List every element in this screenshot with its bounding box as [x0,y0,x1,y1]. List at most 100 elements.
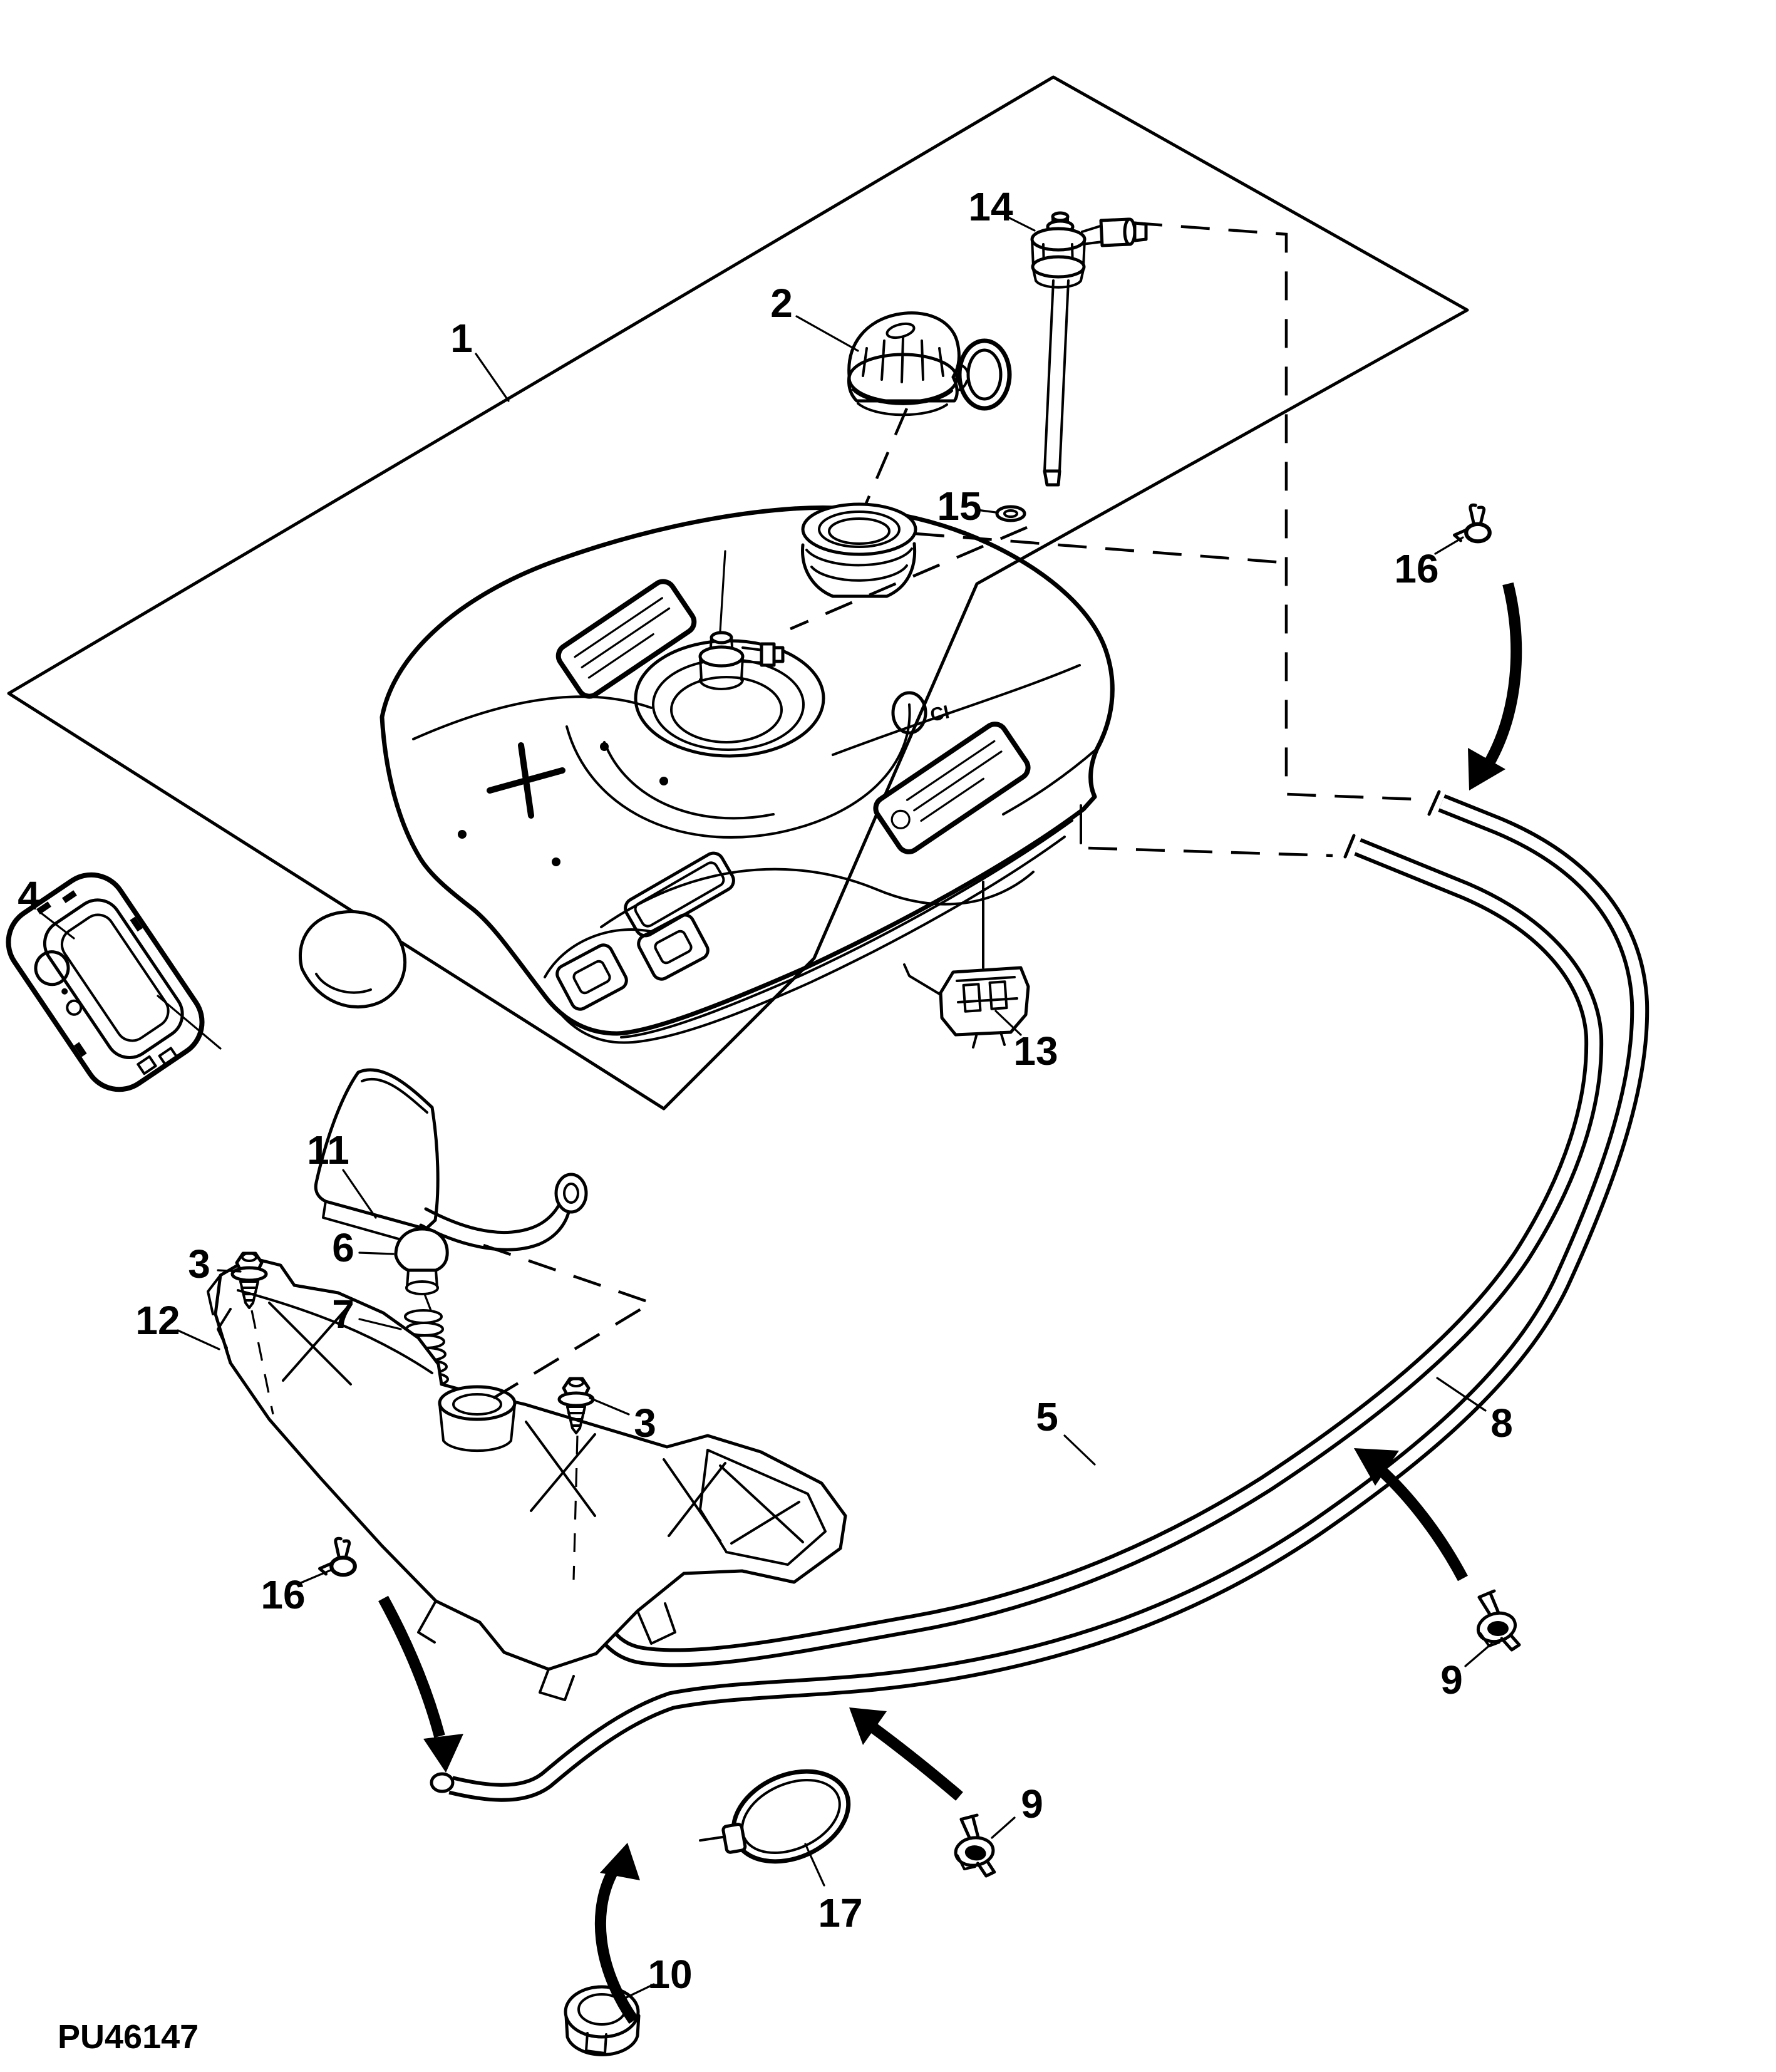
leader-12 [177,1329,220,1350]
arrow-16-bottom-head [423,1734,463,1773]
tank-emblem-text: CI [929,702,951,726]
hose-8-bore [449,797,1646,1798]
part-6-plug [394,1227,449,1295]
callout-3a: 3 [188,1241,210,1287]
arrow-10 [594,1865,639,2024]
arrow-9-bottom-head [849,1707,887,1745]
callout-3b: 3 [634,1401,656,1446]
hose-8-end-opening [430,1772,455,1793]
tank-crease-left [412,695,653,740]
part-9-clamp-right [1475,1591,1519,1650]
part-5-and-8-hoses [430,790,1650,1802]
tank-skirt-line [620,819,1073,1039]
tank-lobe-1 [600,868,1035,928]
dash-cap-to-neck [864,408,909,505]
callout-13: 13 [1013,1028,1058,1074]
callout-8: 8 [1490,1401,1513,1446]
tank-outline [379,505,1115,1036]
callout-9b: 9 [1021,1781,1043,1826]
callout-12: 12 [135,1298,180,1343]
leader-11 [342,1169,377,1219]
part-13-clip [903,881,1030,1049]
leader-17 [804,1843,825,1887]
tank-alignment-cross [458,742,668,866]
arrow-9-right [1376,1465,1468,1582]
callout-17: 17 [818,1890,862,1935]
callout-2: 2 [770,281,793,326]
part-3-screw-left [232,1253,274,1415]
part-2-fuel-cap [847,311,1012,417]
part-17-cable-tie [699,1769,851,1864]
tank-filler-neck [801,502,917,598]
part-16-clip-top [1455,505,1490,541]
callout-labels: 1 2 3 3 4 5 6 7 8 9 9 10 11 12 13 14 15 … [18,184,1513,1997]
dash-pedal-to-bracket [483,1243,655,1403]
part-4-bezel [6,872,205,1092]
hose-8-top-endcap [1427,790,1441,816]
callout-11: 11 [307,1127,349,1173]
part-11-pedal [314,1068,588,1251]
callout-15: 15 [937,484,981,529]
leader-9b [991,1816,1016,1839]
tank-handle-slot [624,851,735,938]
part-14-pickup-unit [1030,211,1148,487]
callout-16a: 16 [1394,546,1438,591]
tank-left-foot-line [315,973,372,994]
direction-arrows [378,582,1522,2024]
callout-1: 1 [450,316,473,361]
arrow-10-head [600,1843,640,1880]
leader-7 [358,1318,402,1330]
tank-foot-1 [555,943,628,1011]
arrow-16-top [1484,582,1522,766]
drawing-code: PU46147 [58,2018,199,2056]
hose-5-bore [591,841,1600,1664]
arrow-16-top-head [1468,748,1505,790]
part-3-screw-right [559,1379,593,1580]
callout-6: 6 [332,1225,354,1270]
callout-9a: 9 [1440,1657,1463,1702]
hose-5-top-endcap [1343,834,1356,859]
tank-emblem: CI [891,691,951,735]
leader-6 [358,1251,395,1255]
tank-crease-corner [1002,747,1098,816]
leader-5 [1063,1434,1096,1466]
leader-10 [621,1983,655,2001]
callout-10: 10 [648,1952,692,1997]
leader-9a [1464,1642,1493,1667]
callout-16b: 16 [261,1572,305,1617]
leader-3b [589,1397,630,1416]
dash-pickup-to-hose8 [1133,221,1417,801]
leader-15 [976,509,997,514]
leader-16a [1434,536,1464,555]
leader-2 [795,315,859,352]
tank-sender-dome [565,639,911,839]
arrow-9-bottom [869,1722,963,1801]
dash-neck-to-riser [915,532,1283,564]
part-16-clip-bottom [320,1538,355,1575]
tank-lobe-2 [544,928,660,978]
leader-1 [475,353,510,402]
callout-7: 7 [332,1292,354,1337]
callout-5: 5 [1036,1394,1058,1439]
tank-warning-label-2 [873,722,1031,854]
part-15-washer [995,505,1026,522]
dash-outlet-to-hose5 [1088,846,1333,857]
fuel-tank: CI [298,502,1115,1044]
callout-14: 14 [968,184,1013,229]
tank-pickup-fitting [698,550,785,690]
callout-4: 4 [18,873,40,918]
arrow-16-bottom [378,1595,445,1738]
leader-4 [40,912,75,940]
leader-4b [157,995,222,1050]
tank-crease-right [832,664,1081,756]
leader-13 [994,1010,1022,1036]
leader-16b [298,1568,333,1585]
leader-3a [217,1269,242,1273]
leader-14 [1008,217,1036,232]
tank-skirt-line-2 [556,836,1066,1044]
tank-warning-label-1 [555,579,697,699]
part-1-panel [7,75,1469,1111]
part-12-bracket [207,1256,847,1701]
